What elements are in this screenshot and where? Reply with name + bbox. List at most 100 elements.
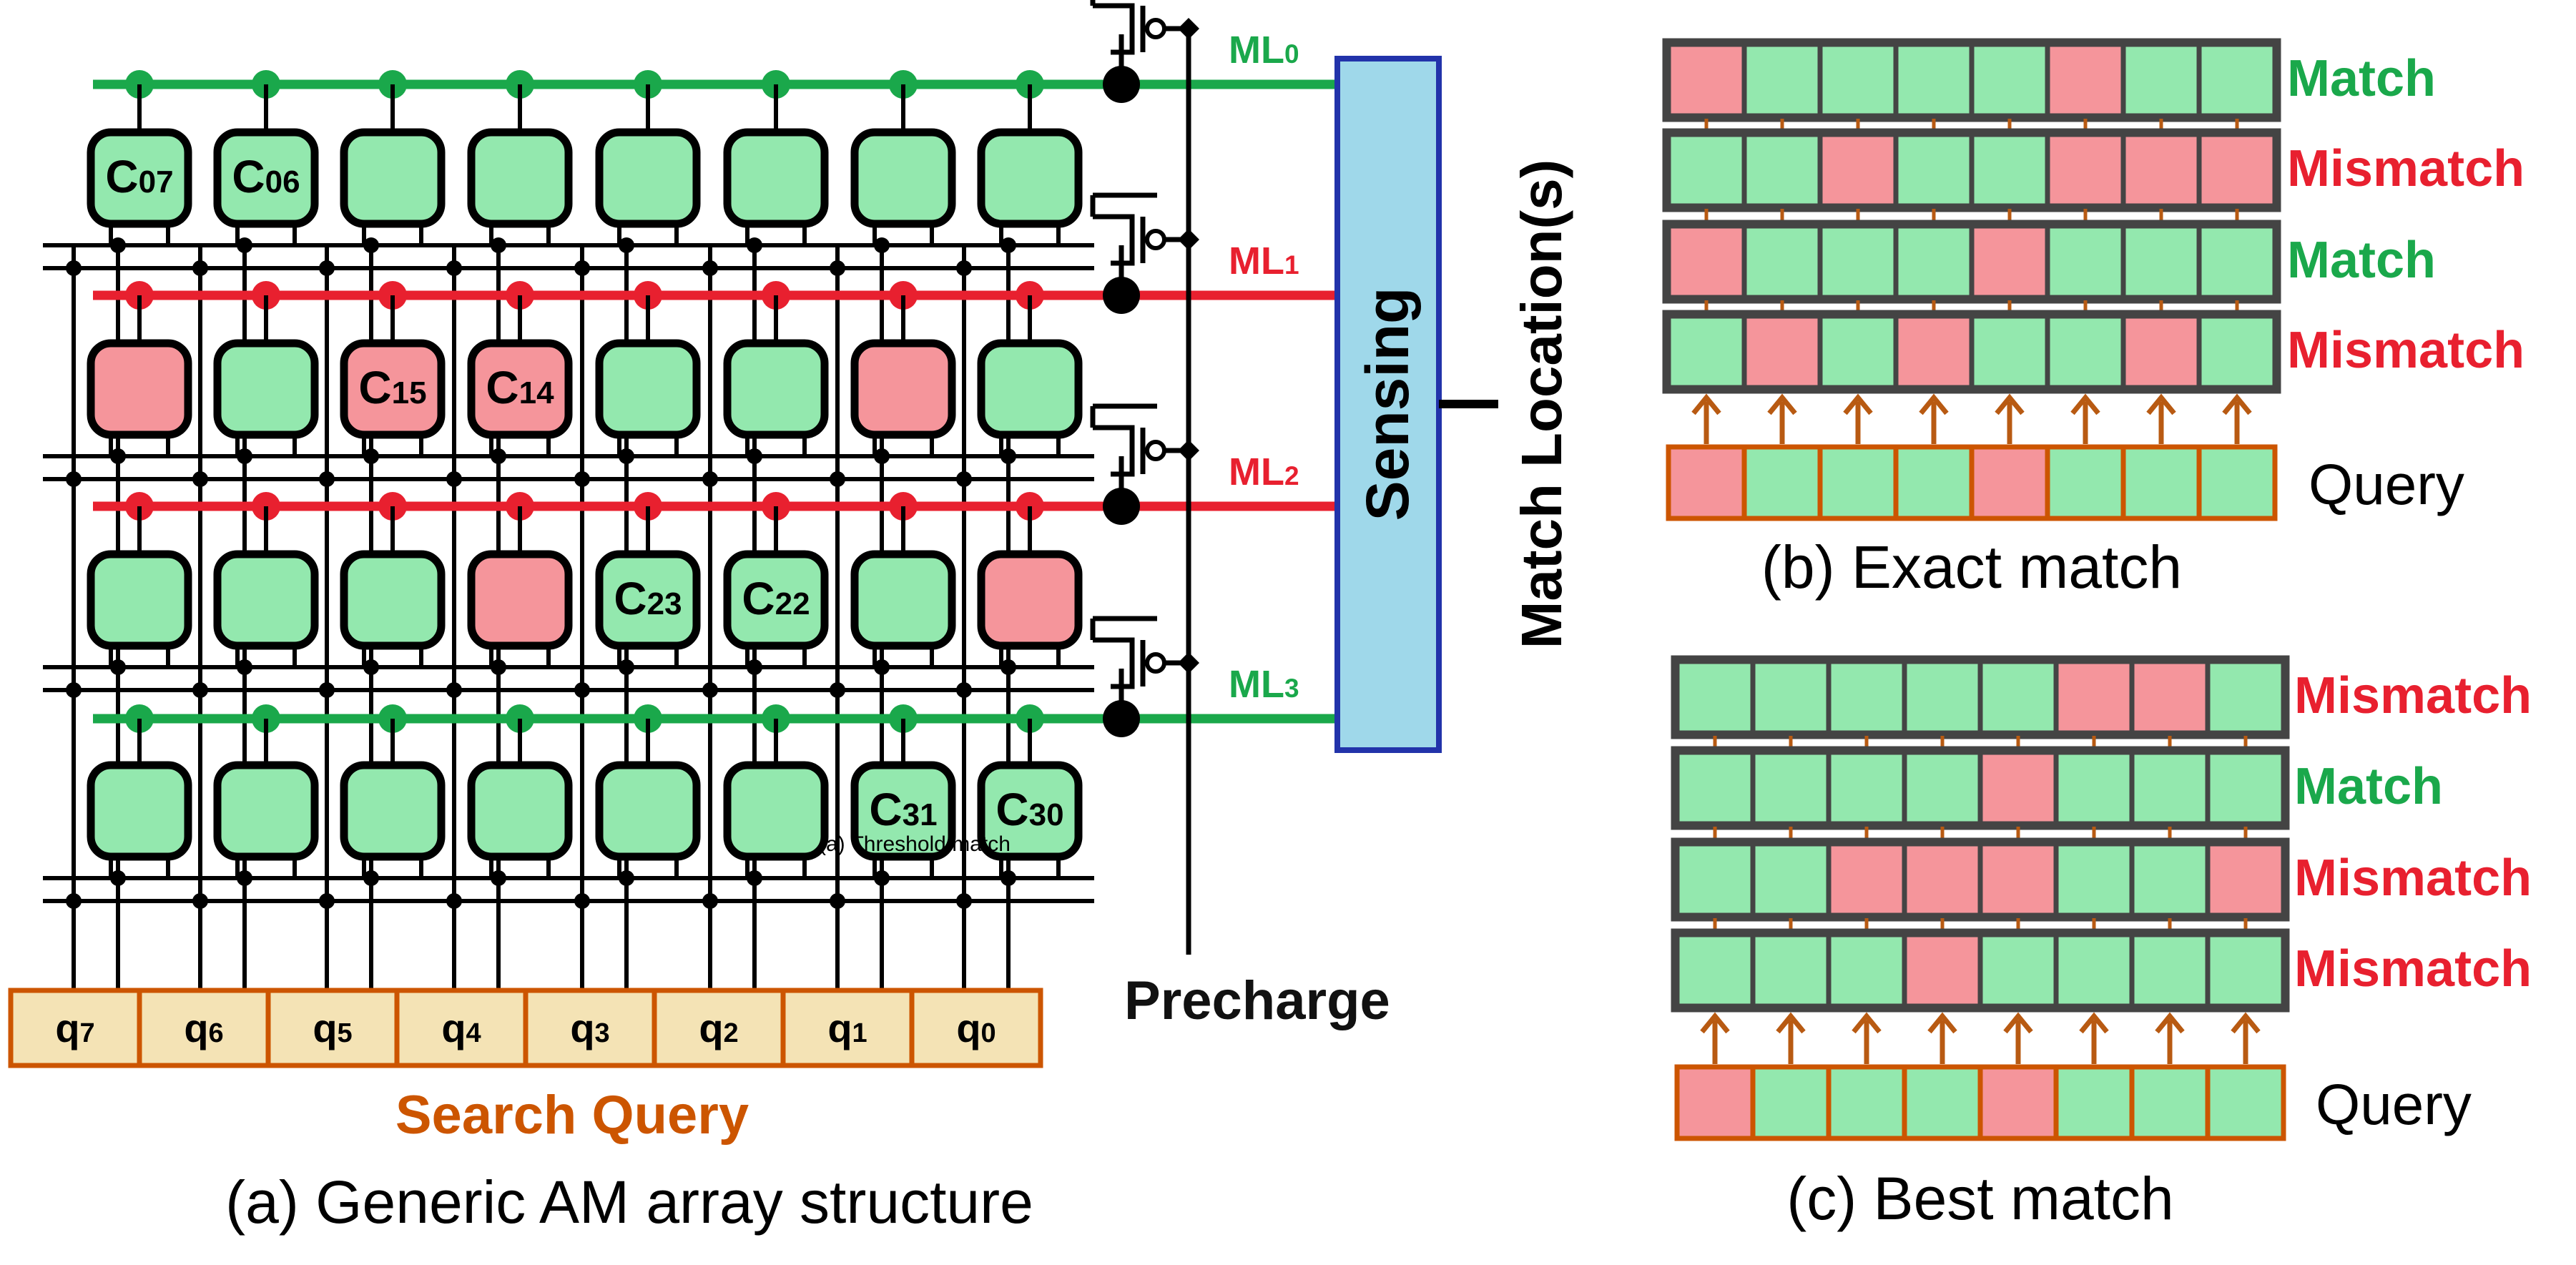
best-row-frame-1 xyxy=(1671,746,2290,830)
best-query-cell-2 xyxy=(1826,1064,1907,1141)
exact-cell-r3-c7 xyxy=(2196,313,2278,390)
exact-cell-r0-c0 xyxy=(1666,41,1747,119)
best-query-cell-4 xyxy=(1977,1064,2059,1141)
match-line-label-0: ML0 xyxy=(1229,29,1299,72)
exact-cell-r1-c0 xyxy=(1666,132,1747,209)
cell-label-r2-c5: C22 xyxy=(742,573,810,624)
query-bit-label-2-main: q xyxy=(313,1005,337,1050)
am-cell-r2-c4 xyxy=(595,550,701,650)
junction-dot xyxy=(491,870,506,886)
junction-dot xyxy=(1001,237,1016,253)
am-cell-r0-c2 xyxy=(340,128,446,228)
match-line-label-0-subscript: 0 xyxy=(1284,39,1299,69)
junction-dot xyxy=(747,870,762,886)
query-bit-label-7-main: q xyxy=(956,1005,980,1050)
exact-query-cell-2 xyxy=(1817,444,1899,521)
am-cell-r0-c6 xyxy=(850,128,956,228)
cell-label-r1-c3: C14 xyxy=(486,362,554,413)
best-row-frame-3 xyxy=(1671,928,2290,1013)
junction-dot xyxy=(702,471,718,487)
exact-query-cell-3 xyxy=(1893,444,1975,521)
query-bit-label-6-subscript: 1 xyxy=(852,1018,867,1048)
am-cell-r0-c0 xyxy=(87,128,192,228)
cell-label-r2-c4: C23 xyxy=(614,573,682,624)
exact-cell-r1-c5 xyxy=(2045,132,2126,209)
am-cell-r3-c3 xyxy=(467,761,573,861)
junction-dot xyxy=(66,893,82,909)
best-cell-r3-c3 xyxy=(1902,932,1983,1009)
junction-dot xyxy=(110,237,126,253)
exact-cell-r0-c3 xyxy=(1893,41,1975,119)
best-arrow-head-icon xyxy=(2079,1012,2109,1034)
junction-dot xyxy=(747,448,762,464)
am-cell-r2-c1 xyxy=(213,550,319,650)
junction-dot xyxy=(192,260,208,276)
transistor-bubble xyxy=(1145,229,1166,250)
junction-dot xyxy=(747,659,762,675)
exact-cell-r2-c2 xyxy=(1817,223,1899,300)
junction-dot xyxy=(956,260,972,276)
match-line-label-1: ML1 xyxy=(1229,240,1299,282)
junction-dot xyxy=(747,237,762,253)
exact-row-frame-0 xyxy=(1662,38,2281,122)
am-cell-r2-c7 xyxy=(977,550,1083,650)
junction-dot xyxy=(363,659,379,675)
transistor-bubble xyxy=(1145,440,1166,461)
best-arrow-head-icon xyxy=(2231,1012,2261,1034)
junction-dot xyxy=(446,471,462,487)
best-cell-r2-c7 xyxy=(2205,841,2286,918)
exact-arrow-head-icon xyxy=(1691,393,1721,415)
best-cell-r2-c5 xyxy=(2053,841,2135,918)
junction-dot xyxy=(446,260,462,276)
junction-dot xyxy=(830,260,845,276)
query-bit-label-3-main: q xyxy=(441,1005,466,1050)
precharge-label: Precharge xyxy=(1124,970,1390,1031)
best-row-frame-0 xyxy=(1671,655,2290,739)
junction-dot xyxy=(237,659,252,675)
am-cell-r3-c5 xyxy=(723,761,829,861)
match-location-label: Match Location(s) xyxy=(1510,159,1573,649)
best-cell-r1-c0 xyxy=(1674,749,1756,827)
cell-label-r2-c5-subscript: 22 xyxy=(775,586,810,621)
exact-cell-r1-c4 xyxy=(1969,132,2050,209)
match-line-label-1-subscript: 1 xyxy=(1284,250,1299,280)
junction-dot xyxy=(874,237,890,253)
cell-label-r1-c2-main: C xyxy=(358,362,391,413)
best-cell-r3-c7 xyxy=(2205,932,2286,1009)
best-cell-r3-c2 xyxy=(1826,932,1907,1009)
query-bit-label-2: q5 xyxy=(313,1005,352,1050)
junction-dot xyxy=(491,448,506,464)
best-cell-r2-c0 xyxy=(1674,841,1756,918)
exact-cell-r2-c6 xyxy=(2120,223,2202,300)
best-cell-r2-c1 xyxy=(1750,841,1832,918)
match-line-label-2: ML2 xyxy=(1229,451,1299,493)
cell-label-r0-c1-main: C xyxy=(232,151,265,202)
best-result-1: Match xyxy=(2294,758,2443,815)
am-cell-r1-c1 xyxy=(213,339,319,439)
junction-dot xyxy=(491,659,506,675)
junction-dot xyxy=(192,471,208,487)
junction-dot xyxy=(446,893,462,909)
exact-arrow-head-icon xyxy=(1919,393,1949,415)
junction-dot xyxy=(237,870,252,886)
exact-cell-r1-c7 xyxy=(2196,132,2278,209)
best-cell-r0-c7 xyxy=(2205,659,2286,736)
best-cell-r0-c2 xyxy=(1826,659,1907,736)
match-line-label-3: ML3 xyxy=(1229,663,1299,706)
cell-label-r0-c1: C06 xyxy=(232,151,300,202)
match-line-label-2-main: ML xyxy=(1229,451,1284,493)
junction-dot xyxy=(446,682,462,698)
exact-cell-r1-c1 xyxy=(1741,132,1823,209)
junction-dot xyxy=(1001,870,1016,886)
cell-label-r1-c3-subscript: 14 xyxy=(519,375,554,410)
exact-row-frame-1 xyxy=(1662,128,2281,212)
exact-cell-r3-c4 xyxy=(1969,313,2050,390)
exact-cell-r0-c7 xyxy=(2196,41,2278,119)
junction-dot xyxy=(237,448,252,464)
best-arrow-head-icon xyxy=(1852,1012,1882,1034)
query-bit-3 xyxy=(394,988,529,1068)
junction-dot xyxy=(66,471,82,487)
exact-arrow-head-icon xyxy=(2070,393,2100,415)
best-caption: (c) Best match xyxy=(1786,1165,2173,1232)
